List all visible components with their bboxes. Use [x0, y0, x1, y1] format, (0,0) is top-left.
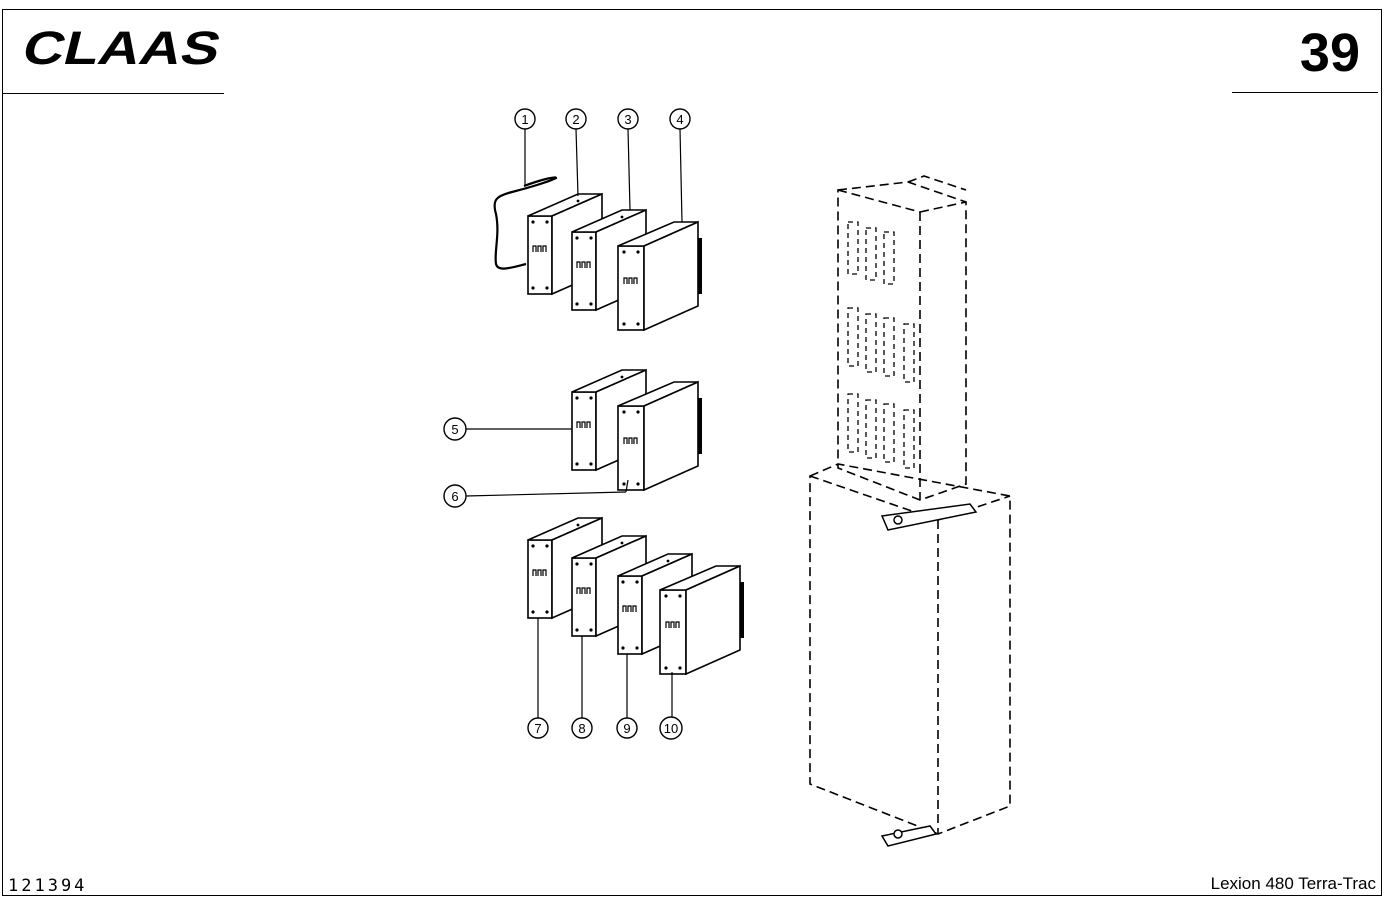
page-frame	[2, 9, 1382, 896]
leader-lines	[465, 128, 683, 718]
callout-6: 6	[443, 484, 467, 508]
callout-10: 10	[659, 716, 683, 740]
claas-logo: CLAAS	[17, 24, 226, 72]
svg-text:2: 2	[572, 112, 579, 127]
cable-1	[493, 176, 558, 270]
header-rule-left	[2, 93, 224, 94]
page-number: 39	[1299, 23, 1360, 83]
mounting-brackets	[880, 503, 978, 847]
model-name: Lexion 480 Terra-Trac	[1210, 874, 1376, 893]
callout-1: 1	[514, 108, 536, 130]
callout-8: 8	[571, 717, 593, 739]
svg-text:9: 9	[623, 721, 630, 736]
svg-text:1: 1	[521, 112, 528, 127]
svg-text:5: 5	[451, 422, 458, 437]
logo-text: CLAAS	[17, 24, 226, 72]
svg-text:10: 10	[664, 721, 678, 736]
upper-housing	[837, 175, 967, 501]
svg-text:6: 6	[451, 489, 458, 504]
callout-4: 4	[669, 108, 691, 130]
svg-text:8: 8	[578, 721, 585, 736]
callout-5: 5	[443, 417, 467, 441]
housing-slots	[847, 221, 915, 469]
document-number: 121394	[8, 876, 88, 896]
svg-text:4: 4	[676, 112, 683, 127]
svg-text:3: 3	[624, 112, 631, 127]
callout-7: 7	[527, 717, 549, 739]
callout-2: 2	[565, 108, 587, 130]
callout-3: 3	[617, 108, 639, 130]
callout-9: 9	[616, 717, 638, 739]
svg-text:7: 7	[534, 721, 541, 736]
header-rule-right	[1232, 92, 1378, 93]
